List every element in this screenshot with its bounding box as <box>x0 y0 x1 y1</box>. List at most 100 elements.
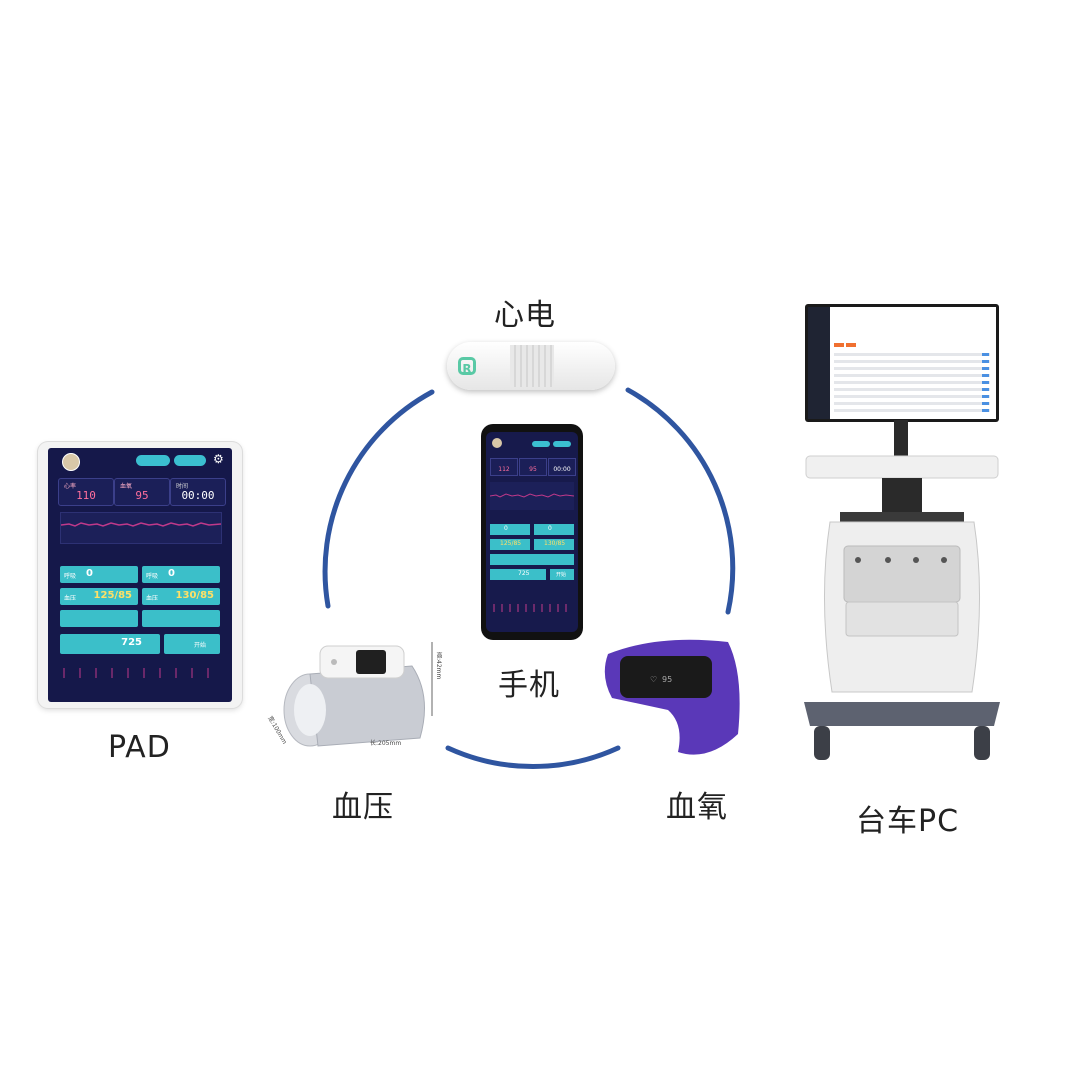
table-row <box>834 381 990 384</box>
table-row <box>834 409 990 412</box>
pad-tile <box>142 610 220 627</box>
phone-tile: 0 <box>490 524 530 535</box>
phone-label: 手机 <box>498 668 560 703</box>
ecg-patch-center <box>510 345 554 387</box>
table-action[interactable] <box>982 360 989 363</box>
spo2-label: 血氧 <box>666 790 728 825</box>
table-row <box>834 353 990 356</box>
phone-tile: 125/85 <box>490 539 530 550</box>
table-action[interactable] <box>982 381 989 384</box>
bp-cuff-device <box>283 642 433 747</box>
pad-tile-label: 呼吸 <box>146 573 159 580</box>
phone-screen: 112 95 00:00 0 0 125/85 130/85 725 开始 <box>486 432 578 632</box>
pad-tile: 725 <box>60 634 160 654</box>
cart-action-button[interactable] <box>846 343 856 347</box>
table-row <box>834 402 990 405</box>
pad-metric-value: 110 <box>76 489 96 502</box>
avatar <box>492 438 502 448</box>
pad-ticks <box>63 668 209 678</box>
pad-metric-value: 95 <box>135 489 149 502</box>
pad-start-button[interactable]: 开始 <box>164 634 220 654</box>
pad-tile-value: 725 <box>121 637 142 648</box>
pad-tile-label: 血压 <box>146 595 159 602</box>
phone-top-button[interactable] <box>532 441 550 447</box>
table-action[interactable] <box>982 353 989 356</box>
pad-screen: ⚙ 心率 110 血氧 95 时间 00:00 呼吸 0 呼吸 0 血压 125… <box>48 448 232 702</box>
bp-dim-width: 长:205mm <box>370 740 402 747</box>
phone-hr-value: 112 <box>498 466 510 473</box>
pad-metric-spo2: 血氧 95 <box>114 478 170 506</box>
pad-start-label: 开始 <box>194 642 207 649</box>
table-action[interactable] <box>982 395 989 398</box>
pad-label: PAD <box>108 730 171 765</box>
pad-tile-value: 130/85 <box>175 590 214 601</box>
table-action[interactable] <box>982 388 989 391</box>
pad-tile-label: 呼吸 <box>64 573 77 580</box>
pad-metric-label: 时间 <box>176 483 189 490</box>
phone-ecg-chart <box>490 482 574 510</box>
pad-metric-label: 血氧 <box>120 483 133 490</box>
phone-metric-time: 00:00 <box>548 458 576 476</box>
phone-metric-hr: 112 <box>490 458 518 476</box>
table-row <box>834 395 990 398</box>
phone-tile-wide <box>490 554 574 565</box>
phone-start-label: 开始 <box>556 572 567 578</box>
phone-start-button[interactable]: 开始 <box>550 569 574 580</box>
svg-text:♡: ♡ <box>650 675 657 684</box>
ring-arc-bottom <box>445 745 621 769</box>
cart-sidebar <box>808 307 830 419</box>
phone-ticks <box>493 604 567 612</box>
table-row <box>834 367 990 370</box>
pad-tile: 血压 130/85 <box>142 588 220 605</box>
pad-ecg-chart <box>60 512 222 544</box>
table-row <box>834 388 990 391</box>
ring-arc-top-right <box>625 387 736 615</box>
pad-tile-value: 0 <box>168 568 175 579</box>
pad-metric-time: 时间 00:00 <box>170 478 226 506</box>
pad-header-button[interactable] <box>136 455 170 466</box>
phone-top-button[interactable] <box>553 441 571 447</box>
phone-tile: 0 <box>534 524 574 535</box>
pad-tile-value: 0 <box>86 568 93 579</box>
cart-action-button[interactable] <box>834 343 844 347</box>
gear-icon[interactable]: ⚙ <box>213 452 224 466</box>
phone-spo2-value: 95 <box>529 466 537 473</box>
pad-metric-label: 心率 <box>64 483 77 490</box>
phone-tile-value: 125/85 <box>500 540 522 547</box>
phone-tile-value: 0 <box>504 525 508 532</box>
spo2-wrist-device: ♡ 95 <box>604 639 740 755</box>
phone-tile: 725 <box>490 569 546 580</box>
table-action[interactable] <box>982 409 989 412</box>
logo-icon: R <box>458 357 476 376</box>
pad-tile: 呼吸 0 <box>60 566 138 583</box>
pad-tile: 呼吸 0 <box>142 566 220 583</box>
pad-tile-label: 血压 <box>64 595 77 602</box>
phone-tile: 130/85 <box>534 539 574 550</box>
phone-metric-spo2: 95 <box>519 458 547 476</box>
pad-metric-hr: 心率 110 <box>58 478 114 506</box>
phone-tile-value: 0 <box>548 525 552 532</box>
table-action[interactable] <box>982 402 989 405</box>
pad-tile <box>60 610 138 627</box>
bp-label: 血压 <box>332 790 394 825</box>
avatar <box>62 453 80 471</box>
spo2-display-value: 95 <box>662 675 672 684</box>
table-row <box>834 374 990 377</box>
pad-header: ⚙ <box>48 448 232 474</box>
pad-tile-value: 125/85 <box>93 590 132 601</box>
pad-metric-value: 00:00 <box>181 489 215 502</box>
ecg-label: 心电 <box>494 298 556 333</box>
pad-tile: 血压 125/85 <box>60 588 138 605</box>
phone-tile-value: 725 <box>518 570 530 577</box>
phone-tile-value: 130/85 <box>544 540 566 547</box>
cart-monitor-screen <box>808 307 996 419</box>
bp-dim-height: 高:42mm <box>435 652 442 680</box>
table-row <box>834 360 990 363</box>
cart-body <box>804 420 1000 760</box>
table-action[interactable] <box>982 367 989 370</box>
cart-pc-label: 台车PC <box>856 804 960 839</box>
table-action[interactable] <box>982 374 989 377</box>
pad-header-button[interactable] <box>174 455 206 466</box>
ring-arc-top-left <box>322 389 435 609</box>
